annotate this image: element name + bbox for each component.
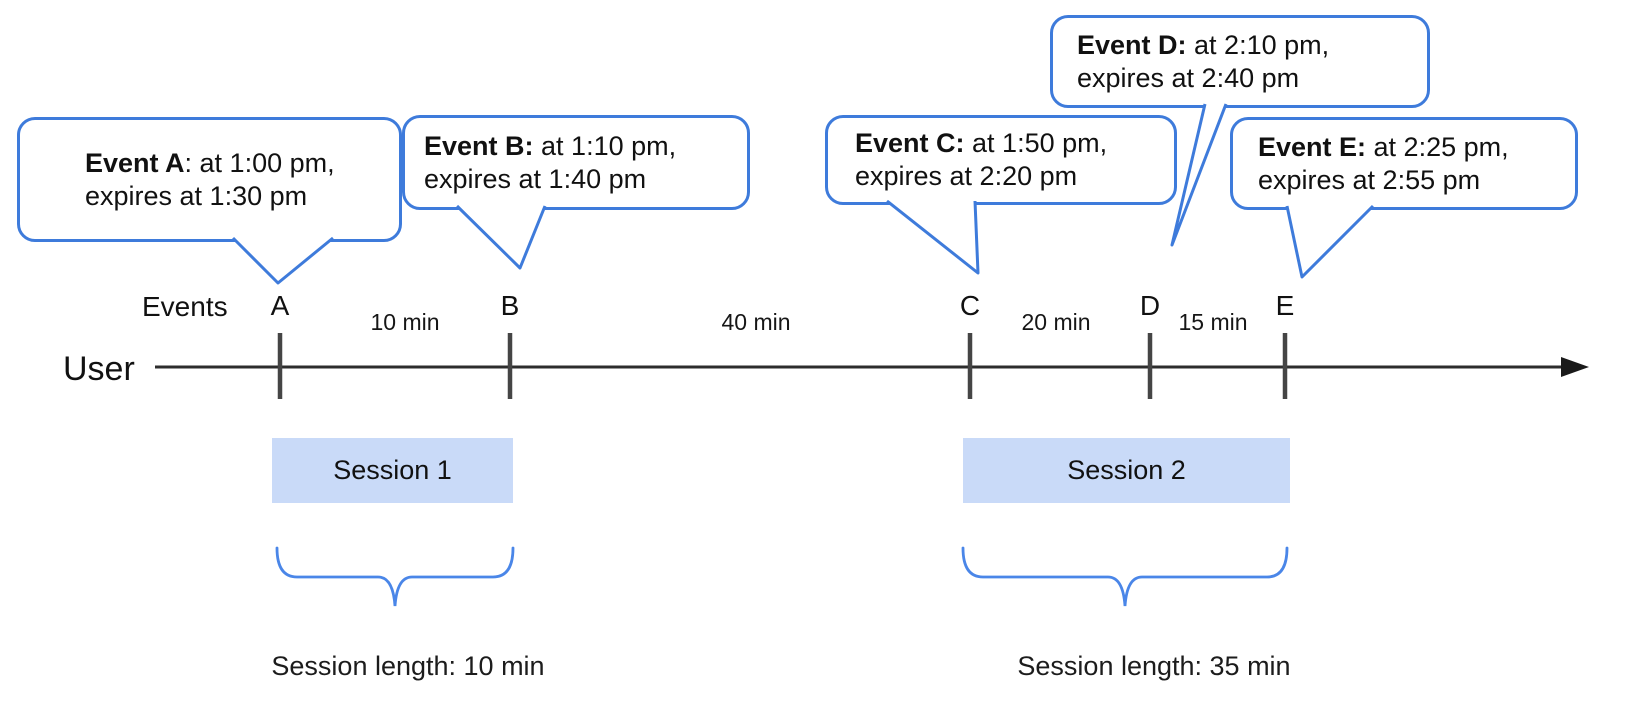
callout-e-time: at 2:25 pm, <box>1366 131 1509 162</box>
callout-e-line2: expires at 2:55 pm <box>1258 164 1481 195</box>
interval-label-d-e: 15 min <box>1178 309 1248 335</box>
callout-event-e: Event E: at 2:25 pm, expires at 2:55 pm <box>1230 117 1578 210</box>
callout-event-d: Event D: at 2:10 pm, expires at 2:40 pm <box>1050 15 1430 108</box>
interval-label-b-c: 40 min <box>721 309 791 335</box>
callout-b-line2: expires at 1:40 pm <box>424 163 647 194</box>
session-2-brace <box>961 546 1289 607</box>
callout-b-time: at 1:10 pm, <box>533 130 677 161</box>
event-letter-b: B <box>500 290 520 321</box>
callout-c-title: Event C: <box>855 128 965 158</box>
callout-d-line2: expires at 2:40 pm <box>1077 62 1300 93</box>
callout-tail-b <box>455 204 547 270</box>
callout-d-time: at 2:10 pm, <box>1186 29 1330 60</box>
callout-event-b: Event B: at 1:10 pm, expires at 1:40 pm <box>402 115 750 210</box>
callout-b-line1: Event B: at 1:10 pm, <box>424 130 747 163</box>
event-letter-c: C <box>959 290 981 321</box>
callout-d-title: Event D: <box>1077 29 1187 60</box>
timeline-arrowhead-icon <box>1561 357 1589 377</box>
session-2-label: Session 2 <box>1067 455 1186 485</box>
callout-a-line1: Event A: at 1:00 pm, <box>85 147 399 180</box>
interval-label-c-d: 20 min <box>1021 309 1091 335</box>
callout-c-line1: Event C: at 1:50 pm, <box>855 127 1174 160</box>
session-1-brace <box>275 546 515 607</box>
interval-label-a-b: 10 min <box>370 309 440 335</box>
callout-tail-a <box>231 236 334 285</box>
callout-event-c: Event C: at 1:50 pm, expires at 2:20 pm <box>825 115 1177 205</box>
session-1-length-label: Session length: 10 min <box>271 651 545 681</box>
session-2-box: Session 2 <box>963 438 1290 503</box>
callout-tail-e <box>1285 204 1375 279</box>
session-1-box: Session 1 <box>272 438 513 503</box>
session-1-label: Session 1 <box>333 455 452 485</box>
callout-d-line1: Event D: at 2:10 pm, <box>1077 29 1427 62</box>
user-label: User <box>63 350 135 388</box>
callout-b-title: Event B: <box>424 130 534 161</box>
callout-a-line2: expires at 1:30 pm <box>85 180 308 211</box>
callout-e-line1: Event E: at 2:25 pm, <box>1258 131 1575 164</box>
session-2-length-label: Session length: 35 min <box>1017 651 1291 681</box>
events-label: Events <box>142 291 228 322</box>
callout-c-line2: expires at 2:20 pm <box>855 161 1078 191</box>
event-letter-e: E <box>1275 290 1295 321</box>
callout-a-time: : at 1:00 pm, <box>184 147 335 178</box>
event-letter-a: A <box>270 290 290 321</box>
event-letter-d: D <box>1139 290 1161 321</box>
callout-tail-c <box>886 199 980 275</box>
callout-c-time: at 1:50 pm, <box>964 128 1108 158</box>
callout-a-title: Event A <box>85 147 185 178</box>
callout-e-title: Event E: <box>1258 131 1367 162</box>
callout-event-a: Event A: at 1:00 pm, expires at 1:30 pm <box>17 117 402 242</box>
callout-tail-d <box>1170 103 1228 247</box>
